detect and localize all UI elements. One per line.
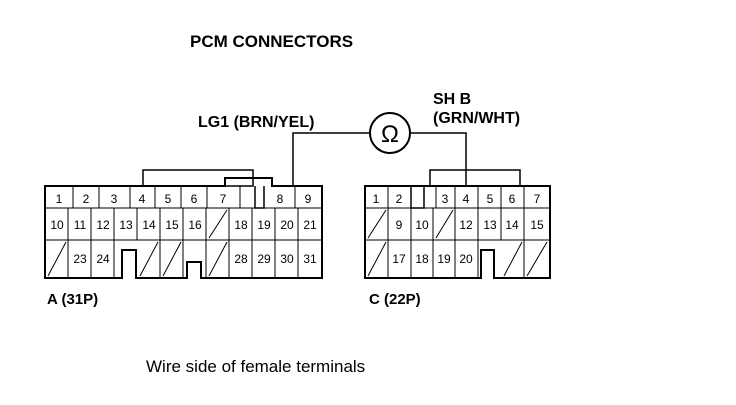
pin-a-unused bbox=[208, 241, 228, 277]
pin-c-unused bbox=[526, 241, 548, 277]
pin-a-8: 8 bbox=[277, 192, 284, 206]
diagram-title: PCM CONNECTORS bbox=[190, 32, 353, 51]
pin-a-unused bbox=[47, 241, 67, 277]
pin-a-9: 9 bbox=[305, 192, 312, 206]
pin-a-30: 30 bbox=[280, 252, 294, 266]
pin-c-19: 19 bbox=[437, 252, 451, 266]
pin-a-3: 3 bbox=[111, 192, 118, 206]
probe-wire-right bbox=[410, 132, 467, 186]
probe-label-shb-line2: (GRN/WHT) bbox=[433, 110, 520, 127]
pin-a-1: 1 bbox=[56, 192, 63, 206]
pin-c-1: 1 bbox=[373, 192, 380, 206]
pin-a-24: 24 bbox=[96, 252, 110, 266]
pin-c-unused bbox=[367, 209, 387, 239]
pin-a-16: 16 bbox=[188, 218, 202, 232]
connector-c-latch bbox=[429, 169, 521, 187]
connector-a-label: A (31P) bbox=[47, 291, 98, 308]
connector-c-row-3: 17 18 19 20 bbox=[367, 240, 548, 278]
pin-a-20: 20 bbox=[280, 218, 294, 232]
pin-a-10: 10 bbox=[50, 218, 64, 232]
pin-c-7: 7 bbox=[534, 192, 541, 206]
pin-a-19: 19 bbox=[257, 218, 271, 232]
pin-a-23: 23 bbox=[73, 252, 87, 266]
pin-c-4: 4 bbox=[463, 192, 470, 206]
pin-a-12: 12 bbox=[96, 218, 110, 232]
connector-a-key bbox=[254, 186, 265, 209]
diagram-caption: Wire side of female terminals bbox=[146, 357, 365, 376]
pin-a-11: 11 bbox=[74, 218, 87, 232]
connector-c-housing bbox=[364, 185, 551, 279]
connector-a-row-2: 10 11 12 13 14 15 16 18 19 20 21 bbox=[50, 208, 317, 240]
connector-c-label: C (22P) bbox=[369, 291, 421, 308]
pin-a-6: 6 bbox=[191, 192, 198, 206]
pin-a-unused bbox=[162, 241, 182, 277]
pin-a-5: 5 bbox=[165, 192, 172, 206]
pin-a-13: 13 bbox=[119, 218, 133, 232]
pin-c-unused bbox=[435, 209, 454, 239]
connector-c: 1 2 3 4 5 6 7 9 10 12 13 14 15 bbox=[364, 169, 551, 279]
pin-c-unused bbox=[503, 241, 523, 277]
pin-c-9: 9 bbox=[396, 218, 403, 232]
pin-a-7: 7 bbox=[220, 192, 227, 206]
pin-a-21: 21 bbox=[303, 218, 317, 232]
pin-a-14: 14 bbox=[142, 218, 156, 232]
pin-c-3: 3 bbox=[442, 192, 449, 206]
pin-c-6: 6 bbox=[509, 192, 516, 206]
pin-a-29: 29 bbox=[257, 252, 271, 266]
connector-a: 1 2 3 4 5 6 7 8 9 10 11 12 13 bbox=[44, 169, 323, 279]
probe-label-lg1: LG1 (BRN/YEL) bbox=[198, 114, 314, 131]
pin-c-5: 5 bbox=[487, 192, 494, 206]
connector-a-row-3: 23 24 28 29 30 31 bbox=[47, 240, 317, 278]
pin-c-13: 13 bbox=[483, 218, 497, 232]
connector-a-row-1: 1 2 3 4 5 6 7 8 9 bbox=[56, 186, 312, 208]
ohm-symbol: Ω bbox=[381, 121, 399, 148]
pin-c-14: 14 bbox=[505, 218, 519, 232]
pin-a-28: 28 bbox=[234, 252, 248, 266]
pin-c-unused bbox=[367, 241, 387, 277]
pin-a-31: 31 bbox=[303, 252, 317, 266]
pin-a-15: 15 bbox=[165, 218, 179, 232]
connector-a-housing bbox=[44, 177, 323, 279]
connector-c-key bbox=[410, 186, 425, 209]
connector-c-row-1: 1 2 3 4 5 6 7 bbox=[373, 186, 541, 208]
probe-wire-left bbox=[292, 132, 370, 186]
pin-c-12: 12 bbox=[459, 218, 473, 232]
pin-c-15: 15 bbox=[530, 218, 544, 232]
pin-a-unused bbox=[208, 209, 228, 239]
pin-c-17: 17 bbox=[392, 252, 406, 266]
pin-c-18: 18 bbox=[415, 252, 429, 266]
connector-a-latch bbox=[142, 169, 254, 187]
connector-c-row-2: 9 10 12 13 14 15 bbox=[367, 208, 544, 240]
probe-label-shb-line1: SH B bbox=[433, 91, 471, 108]
pin-c-20: 20 bbox=[459, 252, 473, 266]
pin-a-unused bbox=[139, 241, 159, 277]
pin-a-18: 18 bbox=[234, 218, 248, 232]
pin-a-2: 2 bbox=[83, 192, 90, 206]
pin-c-2: 2 bbox=[396, 192, 403, 206]
pin-a-4: 4 bbox=[139, 192, 146, 206]
pin-c-10: 10 bbox=[415, 218, 429, 232]
